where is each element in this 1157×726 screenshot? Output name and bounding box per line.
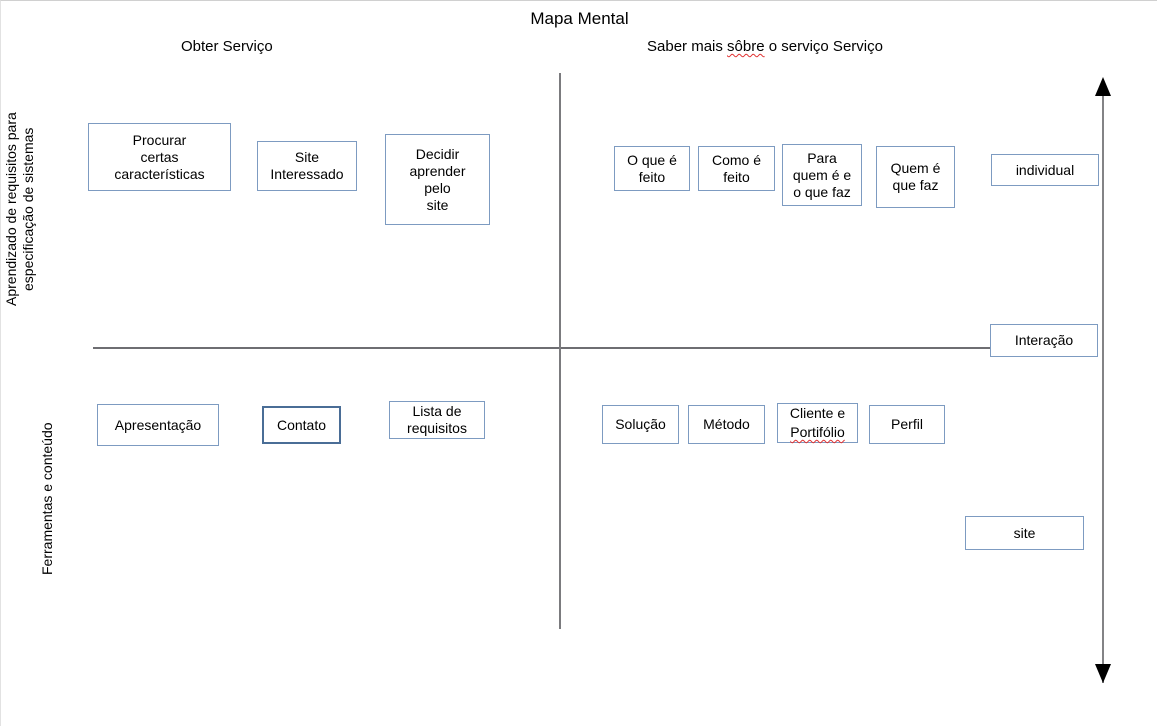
- arrow-up-icon: [1095, 77, 1111, 96]
- node-para-quem-e-e-o-que-faz[interactable]: Para quem é e o que faz: [782, 144, 862, 206]
- node-procurar-certas-caracteristicas[interactable]: Procurar certas características: [88, 123, 231, 191]
- node-cliente-e-portifolio[interactable]: Cliente e Portifólio: [777, 403, 858, 443]
- arrow-down-icon: [1095, 664, 1111, 683]
- node-cliente-e-portifolio-line1: Cliente e: [789, 405, 846, 421]
- column-header-left: Obter Serviço: [181, 38, 273, 55]
- row-label-learning-requirements: Aprendizado de requisitos para especific…: [3, 112, 36, 306]
- node-metodo[interactable]: Método: [688, 405, 765, 444]
- node-site-interessado[interactable]: Site Interessado: [257, 141, 357, 191]
- node-perfil[interactable]: Perfil: [869, 405, 945, 444]
- row-label-tools-content: Ferramentas e conteúdo: [39, 422, 55, 575]
- node-lista-de-requisitos[interactable]: Lista de requisitos: [389, 401, 485, 439]
- header-right-part1: Saber mais: [647, 38, 728, 55]
- page-title: Mapa Mental: [530, 9, 629, 28]
- node-cliente-e-portifolio-line2: Portifólio: [790, 424, 845, 440]
- vertical-divider-line: [559, 73, 561, 629]
- node-contato[interactable]: Contato: [262, 406, 341, 444]
- column-header-right: Saber mais sôbre o serviço Serviço: [647, 37, 883, 57]
- header-right-part2: o serviço Serviço: [764, 38, 883, 55]
- horizontal-axis-line: [93, 347, 991, 349]
- node-solucao[interactable]: Solução: [602, 405, 679, 444]
- node-site[interactable]: site: [965, 516, 1084, 550]
- node-decidir-aprender-pelo-site[interactable]: Decidir aprender pelo site: [385, 134, 490, 225]
- node-como-e-feito[interactable]: Como é feito: [698, 146, 775, 191]
- node-individual[interactable]: individual: [991, 154, 1099, 186]
- header-right-misspelled-word: sôbre: [727, 38, 765, 55]
- node-o-que-e-feito[interactable]: O que é feito: [614, 146, 690, 191]
- node-apresentacao[interactable]: Apresentação: [97, 404, 219, 446]
- node-interacao[interactable]: Interação: [990, 324, 1098, 357]
- node-quem-e-que-faz[interactable]: Quem é que faz: [876, 146, 955, 208]
- vertical-axis-arrow-line: [1102, 79, 1104, 683]
